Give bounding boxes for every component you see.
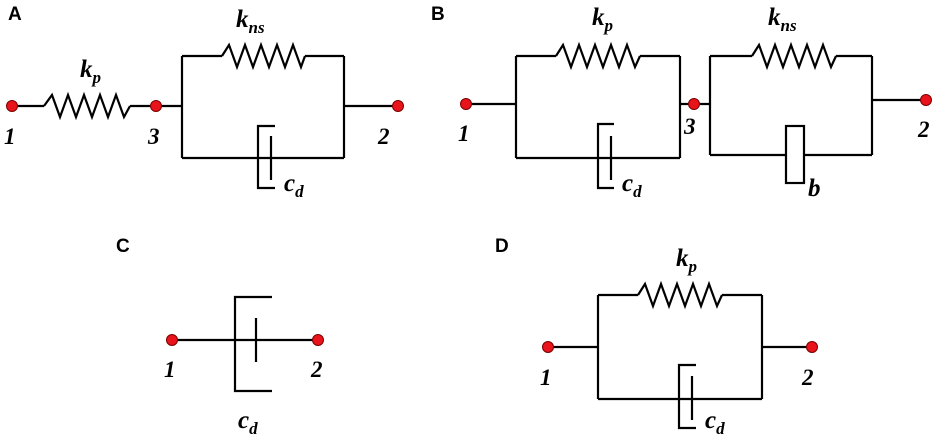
panel-c-node-2-label: 2 (310, 357, 323, 382)
panel-b-kp-label: kp (592, 4, 613, 35)
panel-a-node-2-label: 2 (377, 124, 390, 149)
panel-c-node-2 (312, 334, 324, 346)
panel-a-kns-label: kns (236, 6, 265, 37)
panel-d-damper-cylinder (677, 363, 696, 430)
panel-c-damper-cylinder (233, 295, 272, 393)
panel-a-node-2 (392, 100, 404, 112)
panel-b-letter: B (431, 4, 445, 25)
panel-b-node-2 (920, 94, 932, 106)
panel-b: B 1 3 2 kp kns cd (431, 4, 932, 202)
panel-a-node-3-label: 3 (147, 124, 160, 149)
panel-d-spring-kp (637, 280, 724, 310)
panel-b-damper-cylinder (596, 122, 614, 190)
panel-a-node-1-label: 1 (4, 124, 16, 149)
panel-a: A 1 3 2 kp kns cd (4, 4, 404, 201)
panel-b-spring-kns (751, 41, 838, 71)
panel-c-cd-label: cd (238, 407, 258, 438)
panel-b-node-1-label: 1 (458, 121, 470, 146)
panel-c-node-1-label: 1 (164, 357, 176, 382)
panel-d: D 1 2 kp cd (495, 236, 818, 438)
panel-d-letter: D (495, 236, 509, 257)
panel-c-node-1 (166, 334, 178, 346)
panel-d-cd-label: cd (705, 407, 725, 438)
panel-a-damper-cylinder (256, 124, 275, 190)
panel-b-node-1 (460, 98, 472, 110)
panel-a-cd-label: cd (284, 170, 304, 201)
panel-a-spring-kns (221, 41, 307, 71)
panel-a-node-3 (150, 100, 162, 112)
panel-d-node-2 (806, 341, 818, 353)
panel-a-node-1 (6, 100, 18, 112)
panel-d-node-1 (542, 341, 554, 353)
panel-d-node-1-label: 1 (540, 365, 552, 390)
panel-b-node-3 (688, 98, 700, 110)
panel-a-spring-kp (43, 91, 131, 121)
panel-d-kp-label: kp (676, 245, 697, 276)
panel-a-kp-label: kp (80, 56, 101, 87)
panel-b-cd-label: cd (622, 170, 642, 201)
panel-b-spring-kp (555, 41, 642, 71)
panel-b-node-3-label: 3 (683, 114, 696, 139)
panel-c-letter: C (116, 236, 130, 257)
panel-c: C 1 2 cd (116, 236, 324, 438)
panel-d-node-2-label: 2 (801, 365, 814, 390)
panel-b-inerter (784, 124, 806, 185)
panel-a-letter: A (8, 4, 22, 25)
panel-b-inerter-label: b (808, 175, 821, 202)
panel-b-node-2-label: 2 (917, 117, 930, 142)
panel-b-kns-label: kns (768, 4, 797, 35)
